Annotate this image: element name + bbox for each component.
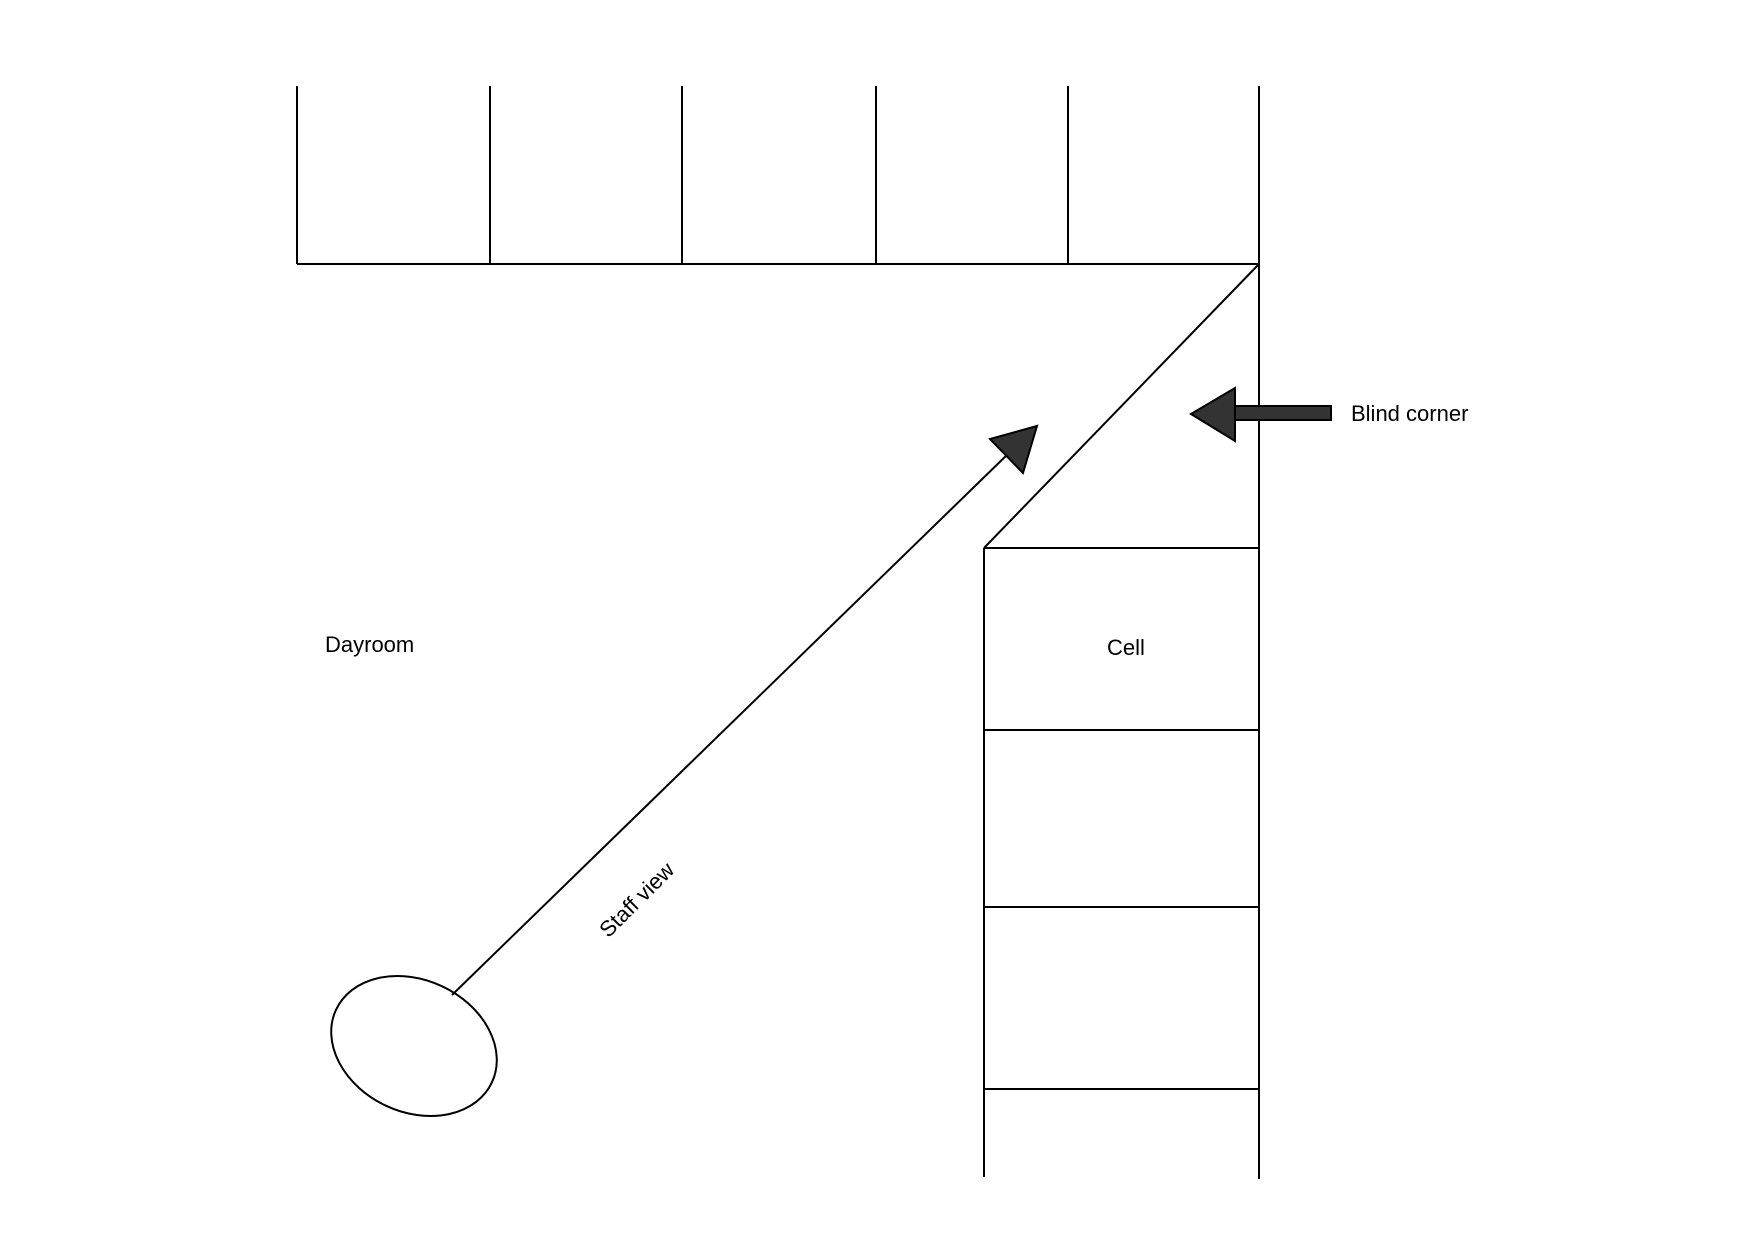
side-cell-column <box>983 547 1259 1177</box>
blind-corner-arrow-icon <box>1189 386 1332 443</box>
blind-corner-label: Blind corner <box>1351 401 1468 426</box>
staff-position-ellipse <box>330 975 498 1117</box>
staff-view-arrowhead-icon <box>988 424 1039 475</box>
dayroom-label: Dayroom <box>325 632 414 657</box>
cell-label: Cell <box>1107 635 1145 660</box>
diagonal-wall <box>983 263 1260 549</box>
staff-view-label: Staff view <box>594 857 679 942</box>
top-cell-row <box>296 86 1259 265</box>
staff-view-line <box>451 451 1011 996</box>
